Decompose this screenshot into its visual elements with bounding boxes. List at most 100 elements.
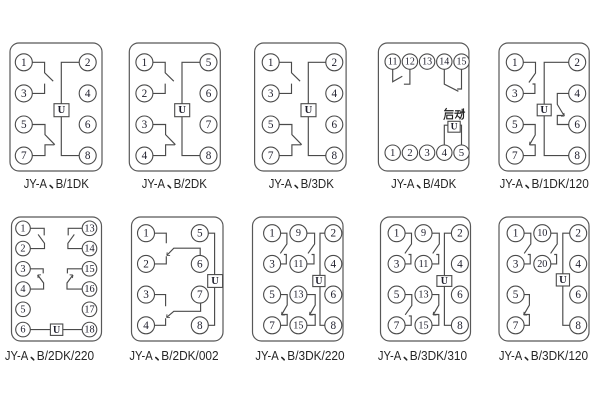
svg-text:8: 8 (332, 150, 338, 162)
svg-text:1: 1 (142, 57, 148, 69)
svg-text:2: 2 (332, 57, 338, 69)
svg-text:15: 15 (84, 264, 94, 275)
svg-text:4: 4 (574, 88, 580, 100)
svg-text:B/1DK: B/1DK (56, 177, 90, 191)
svg-text:B/2DK: B/2DK (174, 177, 208, 191)
svg-text:12: 12 (405, 57, 415, 68)
svg-text:U: U (178, 105, 186, 116)
svg-text:1: 1 (512, 57, 518, 69)
svg-text:U: U (451, 122, 458, 132)
svg-text:8: 8 (457, 320, 463, 332)
svg-text:3: 3 (269, 258, 275, 270)
svg-text:7: 7 (269, 320, 275, 332)
svg-text:U: U (441, 276, 448, 287)
svg-text:U: U (305, 105, 313, 116)
svg-text:JY-A: JY-A (378, 349, 402, 363)
svg-text:2: 2 (20, 244, 25, 255)
svg-text:13: 13 (422, 57, 432, 68)
svg-text:1: 1 (394, 228, 400, 240)
svg-text:5: 5 (459, 147, 464, 159)
svg-text:8: 8 (206, 150, 212, 162)
svg-text:4: 4 (332, 88, 338, 100)
svg-text:10: 10 (537, 228, 547, 239)
svg-text:B/2DK/002: B/2DK/002 (161, 349, 218, 363)
svg-text:7: 7 (512, 150, 518, 162)
svg-text:8: 8 (331, 320, 337, 332)
svg-text:7: 7 (513, 320, 519, 332)
svg-text:3: 3 (512, 88, 518, 100)
svg-text:JY-A: JY-A (499, 349, 523, 363)
svg-text:9: 9 (421, 228, 426, 239)
svg-text:8: 8 (85, 150, 91, 162)
svg-text:B/3DK/310: B/3DK/310 (410, 349, 467, 363)
svg-text:5: 5 (269, 289, 275, 301)
svg-text:6: 6 (574, 119, 580, 131)
svg-text:15: 15 (293, 320, 303, 331)
svg-text:2: 2 (575, 228, 581, 240)
svg-text:JY-A: JY-A (142, 177, 166, 191)
svg-text:4: 4 (143, 320, 149, 332)
svg-text:U: U (53, 325, 60, 336)
svg-text:B/3DK/220: B/3DK/220 (287, 349, 344, 363)
svg-text:5: 5 (206, 57, 212, 69)
svg-text:6: 6 (85, 119, 91, 131)
svg-text:11: 11 (419, 259, 429, 270)
svg-text:15: 15 (418, 320, 428, 331)
svg-text:11: 11 (388, 57, 398, 68)
svg-text:7: 7 (268, 150, 274, 162)
svg-text:JY-A: JY-A (5, 349, 29, 363)
svg-text:4: 4 (142, 150, 148, 162)
svg-text:3: 3 (268, 88, 274, 100)
svg-text:7: 7 (394, 320, 400, 332)
svg-text:14: 14 (439, 57, 449, 68)
svg-text:JY-A: JY-A (269, 177, 293, 191)
svg-text:2: 2 (85, 57, 91, 69)
svg-text:3: 3 (21, 88, 27, 100)
svg-text:2: 2 (143, 258, 149, 270)
svg-text:U: U (58, 105, 66, 116)
svg-text:4: 4 (20, 284, 25, 295)
svg-text:5: 5 (20, 304, 25, 315)
svg-text:B/3DK: B/3DK (301, 177, 335, 191)
svg-text:9: 9 (296, 228, 301, 239)
svg-text:4: 4 (442, 147, 448, 159)
svg-text:U: U (211, 276, 219, 287)
svg-text:JY-A: JY-A (129, 349, 153, 363)
svg-text:6: 6 (20, 325, 25, 336)
svg-text:2: 2 (142, 88, 148, 100)
svg-text:18: 18 (84, 325, 94, 336)
svg-text:5: 5 (21, 119, 27, 131)
svg-text:JY-A: JY-A (255, 349, 279, 363)
svg-text:2: 2 (407, 147, 412, 159)
svg-text:6: 6 (332, 119, 338, 131)
svg-text:4: 4 (331, 258, 337, 270)
svg-text:3: 3 (424, 147, 429, 159)
svg-text:20: 20 (537, 259, 547, 270)
svg-text:3: 3 (513, 258, 519, 270)
svg-text:6: 6 (575, 289, 581, 301)
svg-text:17: 17 (84, 304, 94, 315)
svg-text:3: 3 (142, 119, 148, 131)
svg-text:B/1DK/120: B/1DK/120 (532, 177, 589, 191)
svg-text:4: 4 (457, 258, 463, 270)
svg-text:8: 8 (197, 320, 203, 332)
svg-text:JY-A: JY-A (500, 177, 524, 191)
svg-text:5: 5 (513, 289, 519, 301)
svg-text:3: 3 (20, 264, 25, 275)
svg-text:5: 5 (512, 119, 518, 131)
svg-text:6: 6 (206, 88, 212, 100)
svg-text:1: 1 (268, 57, 274, 69)
svg-text:1: 1 (269, 228, 275, 240)
svg-text:1: 1 (143, 228, 149, 240)
svg-text:8: 8 (574, 150, 580, 162)
svg-text:1: 1 (390, 147, 395, 159)
svg-text:5: 5 (268, 119, 274, 131)
svg-text:2: 2 (331, 228, 337, 240)
svg-text:1: 1 (21, 57, 27, 69)
svg-text:B/4DK: B/4DK (423, 177, 457, 191)
svg-text:16: 16 (84, 284, 94, 295)
svg-text:4: 4 (85, 88, 91, 100)
svg-text:7: 7 (21, 150, 27, 162)
svg-text:U: U (559, 275, 567, 286)
svg-text:2: 2 (574, 57, 580, 69)
